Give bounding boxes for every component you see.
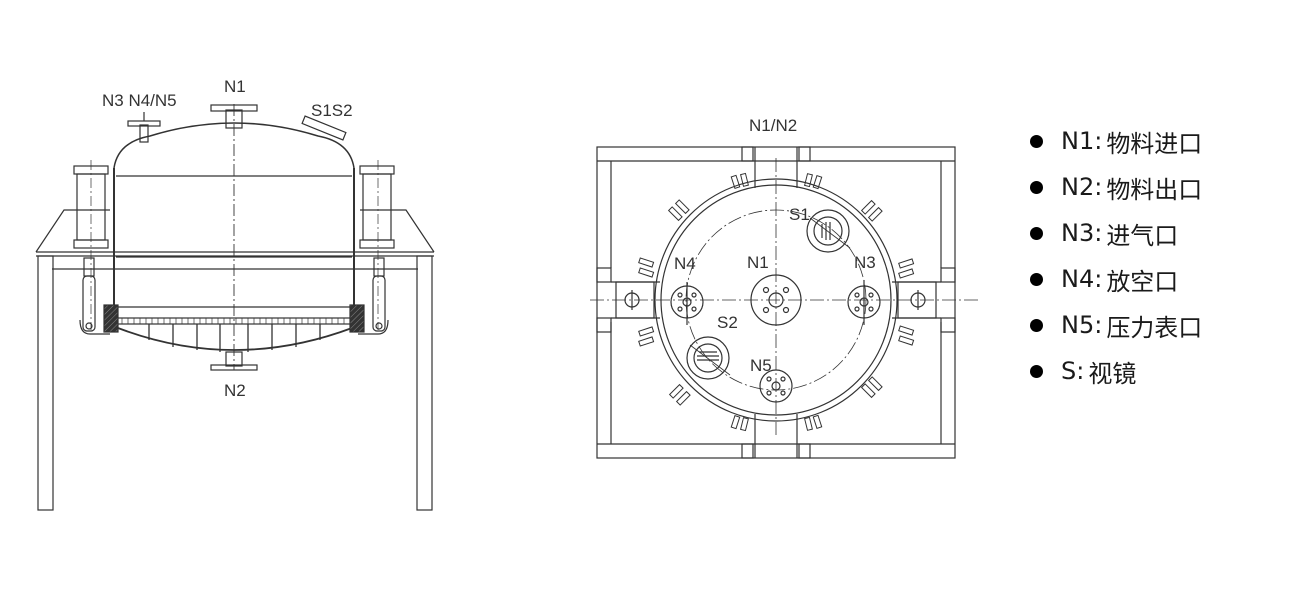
support-frame [35, 209, 435, 511]
legend-desc: 物料进口 [1106, 129, 1203, 158]
legend-item-s: S: 视镜 [1030, 348, 1202, 394]
legend-item-n4: N4: 放空口 [1030, 256, 1202, 302]
bullet-icon [1030, 364, 1043, 378]
bullet-icon [1030, 272, 1043, 286]
bullet-icon [1030, 134, 1043, 148]
label-n1-side: N1 [224, 77, 246, 96]
legend-item-n2: N2: 物料出口 [1030, 164, 1202, 210]
nozzle-n3-n4-n5 [127, 112, 161, 143]
right-cylinder [358, 160, 395, 335]
legend-code: N3: [1061, 219, 1103, 247]
side-view [35, 104, 435, 511]
sight-glass-s1 [806, 209, 851, 253]
legend-item-n3: N3: 进气口 [1030, 210, 1202, 256]
label-n1-top: N1 [747, 253, 769, 272]
flange-n3 [847, 280, 881, 325]
legend-code: N4: [1061, 265, 1103, 293]
flange-n5 [759, 369, 793, 403]
label-n2-side: N2 [224, 381, 246, 400]
nozzle-n1 [210, 104, 258, 129]
vessel-body [103, 104, 365, 370]
legend-desc: 物料出口 [1106, 175, 1203, 204]
label-n3-n4-n5-side: N3 N4/N5 [102, 91, 177, 110]
nozzle-n2 [210, 351, 258, 371]
sight-glass-s2 [686, 336, 731, 380]
bullet-icon [1030, 226, 1043, 240]
label-n4-top: N4 [674, 254, 696, 273]
flange-n4 [670, 282, 704, 325]
top-view [590, 146, 978, 459]
bullet-icon [1030, 318, 1043, 332]
label-s2-top: S2 [717, 313, 738, 332]
legend-code: N5: [1061, 311, 1103, 339]
legend-desc: 放空口 [1106, 267, 1179, 296]
legend-desc: 进气口 [1106, 221, 1179, 250]
label-s1-top: S1 [789, 205, 810, 224]
legend-item-n1: N1: 物料进口 [1030, 118, 1202, 164]
label-n5-top: N5 [750, 356, 772, 375]
legend-code: S: [1061, 357, 1085, 385]
legend-code: N2: [1061, 173, 1103, 201]
legend-desc: 压力表口 [1106, 313, 1203, 342]
legend-item-n5: N5: 压力表口 [1030, 302, 1202, 348]
bullet-icon [1030, 180, 1043, 194]
label-s1s2-side: S1S2 [311, 101, 353, 120]
label-n3-top: N3 [854, 253, 876, 272]
left-cylinder [73, 160, 110, 335]
legend-desc: 视镜 [1088, 359, 1137, 388]
flange-n1 [750, 274, 802, 326]
legend: N1: 物料进口 N2: 物料出口 N3: 进气口 N4: 放空口 N5: 压力… [1030, 118, 1202, 394]
label-n1-n2-top: N1/N2 [749, 116, 797, 135]
sight-glass-s1s2 [301, 115, 347, 141]
legend-code: N1: [1061, 127, 1103, 155]
